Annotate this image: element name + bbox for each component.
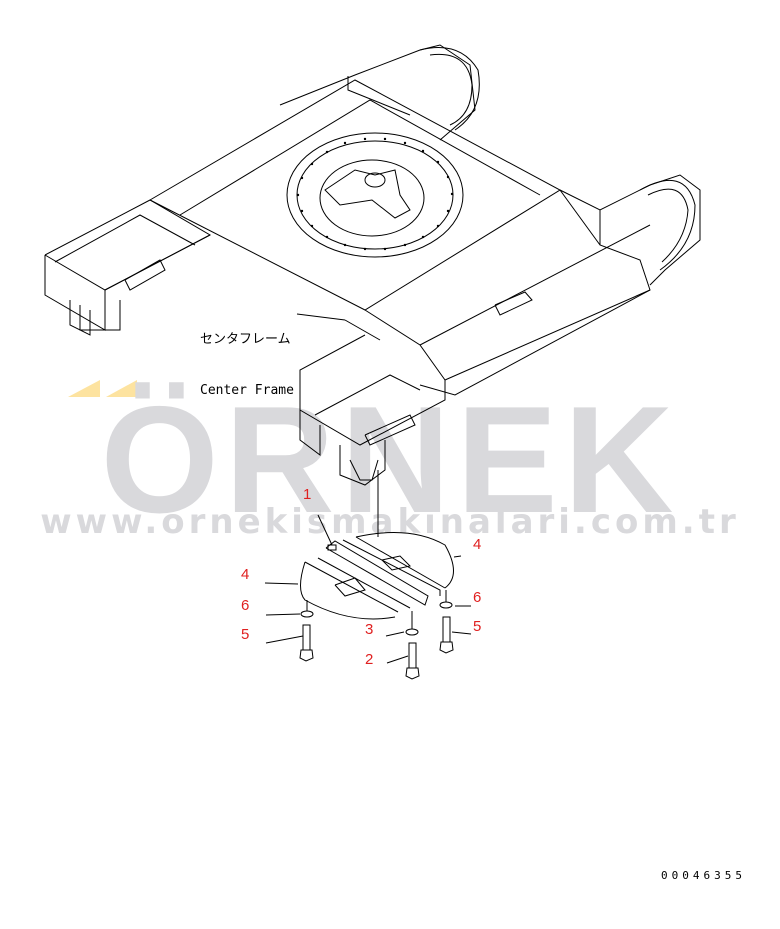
washers xyxy=(300,590,453,636)
drawing-number: 00046355 xyxy=(661,869,746,882)
part-callout-1[interactable]: 1 xyxy=(303,486,312,503)
right-arm xyxy=(419,174,701,396)
part-callout-6-left[interactable]: 6 xyxy=(241,597,250,614)
part-callout-3[interactable]: 3 xyxy=(365,621,374,638)
part-callout-4-right[interactable]: 4 xyxy=(473,536,482,553)
left-arm xyxy=(44,199,212,336)
watermark-brand: ÖRNEK xyxy=(100,375,680,545)
part-callout-5-left[interactable]: 5 xyxy=(241,626,250,643)
cover-plate-center xyxy=(325,540,429,606)
watermark-url: www.ornekismakinalari.com.tr xyxy=(40,502,740,542)
cover-plate-left xyxy=(300,557,411,620)
part-callout-4-left[interactable]: 4 xyxy=(241,566,250,583)
center-frame-label-en: Center Frame xyxy=(200,383,294,398)
front-arm xyxy=(299,224,651,486)
part-callout-2[interactable]: 2 xyxy=(365,651,374,668)
bolts xyxy=(299,616,454,680)
center-frame-label-jp: センタフレーム xyxy=(200,332,291,347)
part-callout-5-right[interactable]: 5 xyxy=(473,618,482,635)
center-frame-label: センタフレーム Center Frame xyxy=(200,297,294,433)
rear-arm xyxy=(279,44,480,141)
swing-circle-holes xyxy=(296,137,454,251)
swing-circle xyxy=(286,132,464,258)
frame-top-plate xyxy=(149,79,562,311)
callout-leaders xyxy=(264,313,472,664)
part-callout-6-right[interactable]: 6 xyxy=(473,589,482,606)
cover-plate-right xyxy=(342,532,454,596)
